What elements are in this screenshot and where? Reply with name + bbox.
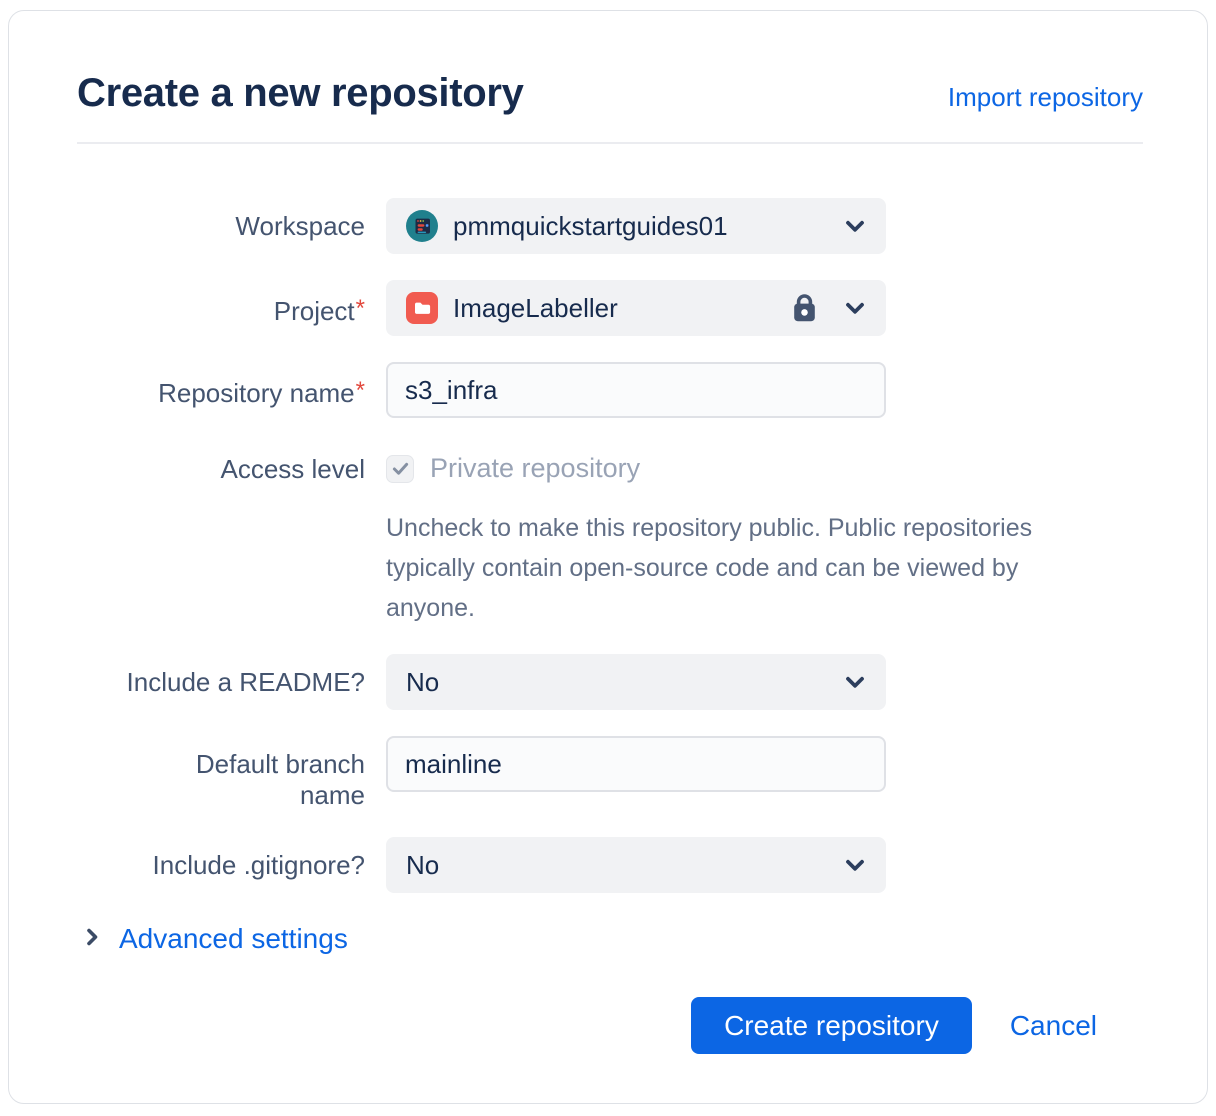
private-repository-checkbox[interactable] <box>386 454 414 483</box>
chevron-right-icon <box>85 926 100 953</box>
checkmark-icon <box>392 462 408 475</box>
advanced-settings-toggle[interactable]: Advanced settings <box>85 923 348 955</box>
default-branch-input[interactable] <box>386 736 886 792</box>
header-divider <box>77 142 1143 144</box>
required-asterisk: * <box>355 377 365 404</box>
workspace-value: pmmquickstartguides01 <box>453 210 728 241</box>
access-level-row: Access level Private repository Uncheck … <box>77 444 1143 628</box>
dialog-header: Create a new repository Import repositor… <box>77 71 1143 116</box>
import-repository-link[interactable]: Import repository <box>947 82 1143 112</box>
workspace-row: Workspace <box>77 198 1143 254</box>
repository-form: Workspace <box>77 198 1143 893</box>
chevron-down-icon <box>844 219 866 234</box>
default-branch-row: Default branch name <box>77 736 1143 811</box>
project-select[interactable]: ImageLabeller <box>386 280 886 336</box>
project-label: Project* <box>273 295 365 326</box>
project-row: Project* ImageLabeller <box>77 280 1143 336</box>
include-gitignore-select[interactable]: No <box>386 837 886 893</box>
access-level-label: Access level <box>220 454 366 484</box>
lock-icon <box>791 293 818 324</box>
include-readme-label: Include a README? <box>126 667 365 697</box>
include-readme-row: Include a README? No <box>77 654 1143 710</box>
cancel-button[interactable]: Cancel <box>1009 1009 1097 1041</box>
project-value: ImageLabeller <box>453 292 618 323</box>
advanced-settings-label: Advanced settings <box>119 923 348 954</box>
required-asterisk: * <box>355 295 365 322</box>
include-readme-select[interactable]: No <box>386 654 886 710</box>
chevron-down-icon <box>844 301 866 316</box>
include-gitignore-label: Include .gitignore? <box>152 850 365 880</box>
access-level-help-text: Uncheck to make this repository public. … <box>386 514 1033 622</box>
dialog-footer: Create repository Cancel <box>77 997 1143 1054</box>
workspace-select[interactable]: pmmquickstartguides01 <box>386 198 886 254</box>
private-repository-label: Private repository <box>430 453 641 483</box>
default-branch-label: Default branch name <box>195 749 365 810</box>
include-gitignore-value: No <box>406 849 440 880</box>
create-repository-dialog: Create a new repository Import repositor… <box>8 10 1208 1104</box>
repository-name-label: Repository name* <box>158 377 365 408</box>
workspace-avatar-icon <box>406 210 438 242</box>
create-repository-button[interactable]: Create repository <box>691 997 972 1054</box>
repository-name-row: Repository name* <box>77 362 1143 418</box>
workspace-label: Workspace <box>235 211 365 241</box>
page-title: Create a new repository <box>77 71 524 115</box>
include-readme-value: No <box>406 666 440 697</box>
repository-name-input[interactable] <box>386 362 886 418</box>
project-avatar-icon <box>406 292 438 324</box>
include-gitignore-row: Include .gitignore? No <box>77 837 1143 893</box>
chevron-down-icon <box>844 675 866 690</box>
chevron-down-icon <box>844 858 866 873</box>
